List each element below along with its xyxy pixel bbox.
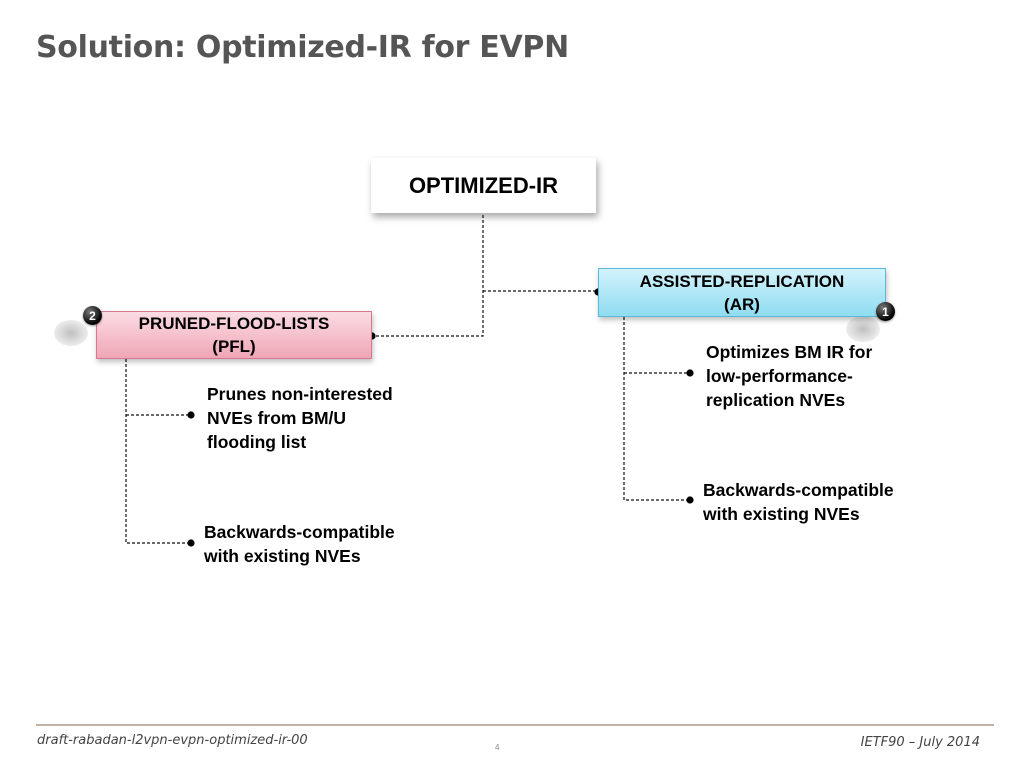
ar-box: ASSISTED-REPLICATION (AR) xyxy=(598,268,886,317)
ar-label: ASSISTED-REPLICATION (AR) xyxy=(639,271,845,314)
pfl-badge: 2 xyxy=(83,306,102,325)
ar-trunk-line xyxy=(623,317,690,501)
root-trunk-line xyxy=(372,215,484,337)
footer-draft-name: draft-rabadan-l2vpn-evpn-optimized-ir-00 xyxy=(37,733,308,748)
pfl-badge-number: 2 xyxy=(89,308,96,323)
optimized-ir-label: OPTIMIZED-IR xyxy=(408,172,559,198)
ar-badge: 1 xyxy=(876,302,895,321)
pfl-item-1: Prunes non-interested NVEs from BM/U flo… xyxy=(207,384,393,452)
pfl-badge-glow xyxy=(54,320,88,346)
footer-event-date: IETF90 – July 2014 xyxy=(860,735,980,750)
page-number: 4 xyxy=(495,743,500,752)
ar-item-2: Backwards-compatible with existing NVEs xyxy=(703,480,894,524)
ar-item-1: Optimizes BM IR for low-performance- rep… xyxy=(706,342,873,410)
ar-badge-glow xyxy=(846,316,880,342)
pfl-label: PRUNED-FLOOD-LISTS (PFL) xyxy=(138,314,330,356)
pfl-box: PRUNED-FLOOD-LISTS (PFL) xyxy=(96,311,372,359)
pfl-item2-dot xyxy=(187,539,195,547)
optimized-ir-box: OPTIMIZED-IR xyxy=(371,158,596,213)
pfl-item-2: Backwards-compatible with existing NVEs xyxy=(204,522,395,566)
pfl-trunk-line xyxy=(125,359,191,544)
slide-title: Solution: Optimized-IR for EVPN xyxy=(36,30,569,65)
ar-item2-dot xyxy=(686,496,694,504)
footer-divider xyxy=(36,724,994,726)
pfl-item1-dot xyxy=(187,411,195,419)
ar-item1-dot xyxy=(686,369,694,377)
ar-badge-number: 1 xyxy=(882,304,889,319)
